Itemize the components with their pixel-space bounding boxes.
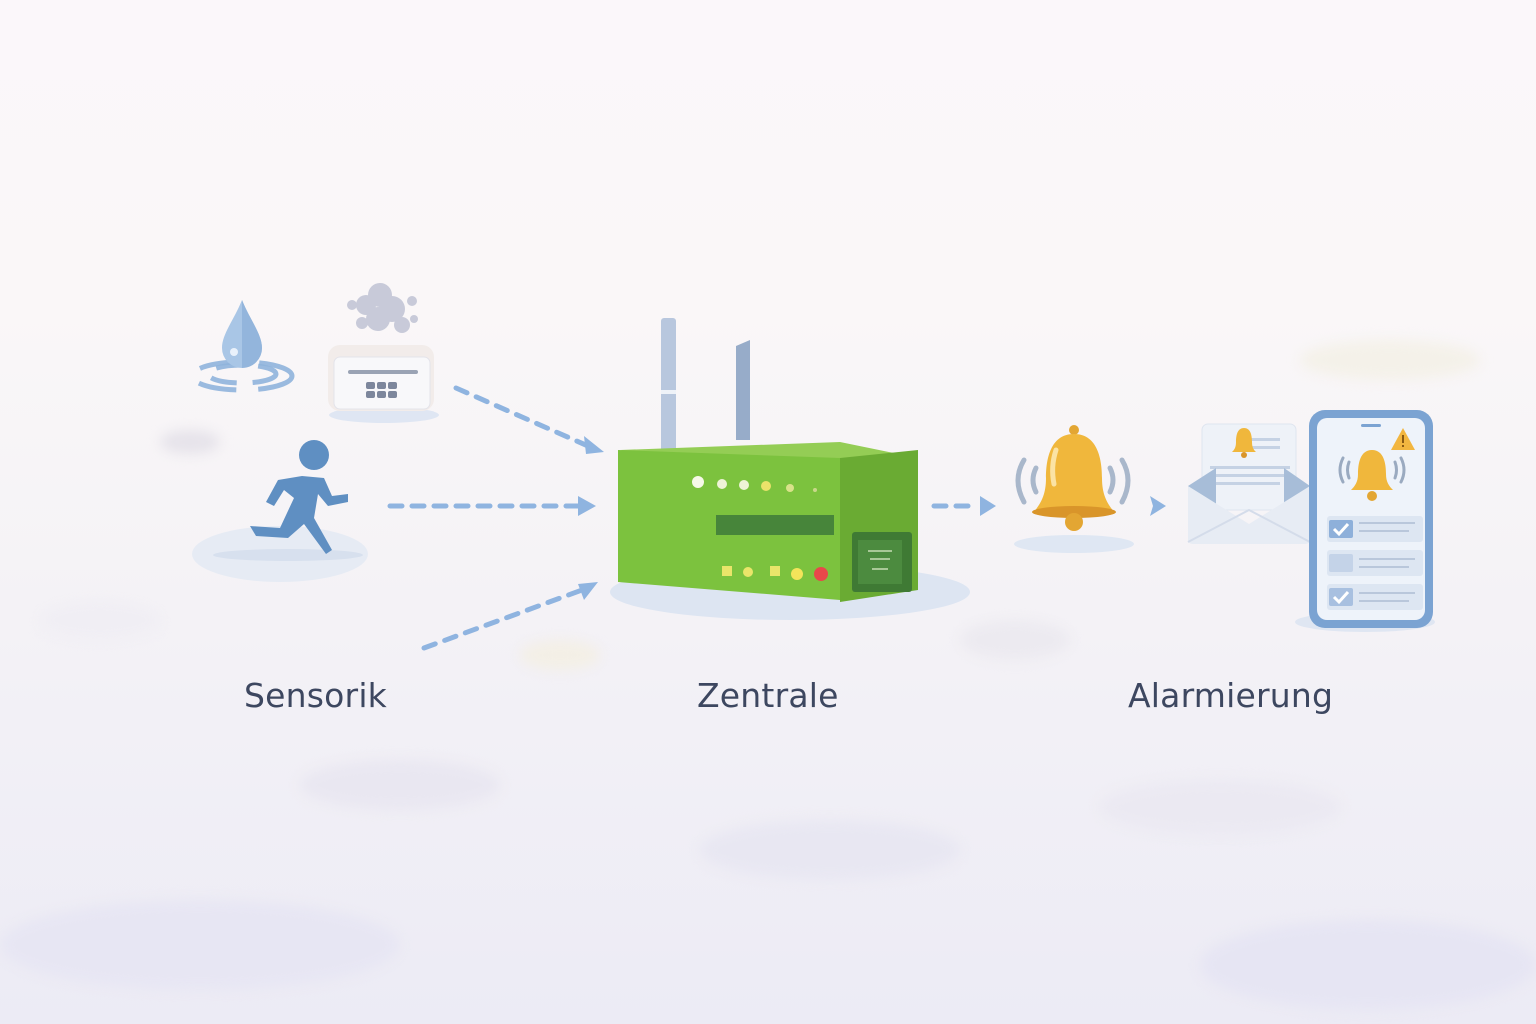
stage-label-sensorik: Sensorik (244, 676, 387, 715)
water-drop-icon (189, 300, 295, 393)
stage-label-zentrale: Zentrale (697, 676, 839, 715)
alarm-bell-icon (1014, 425, 1134, 553)
control-unit-icon (610, 318, 970, 620)
smoke-detector-icon (328, 283, 439, 423)
smartphone-alert-icon (1295, 410, 1435, 632)
email-notification-icon (1187, 423, 1311, 544)
running-person-icon (192, 440, 368, 582)
stage-label-alarmierung: Alarmierung (1128, 676, 1334, 715)
